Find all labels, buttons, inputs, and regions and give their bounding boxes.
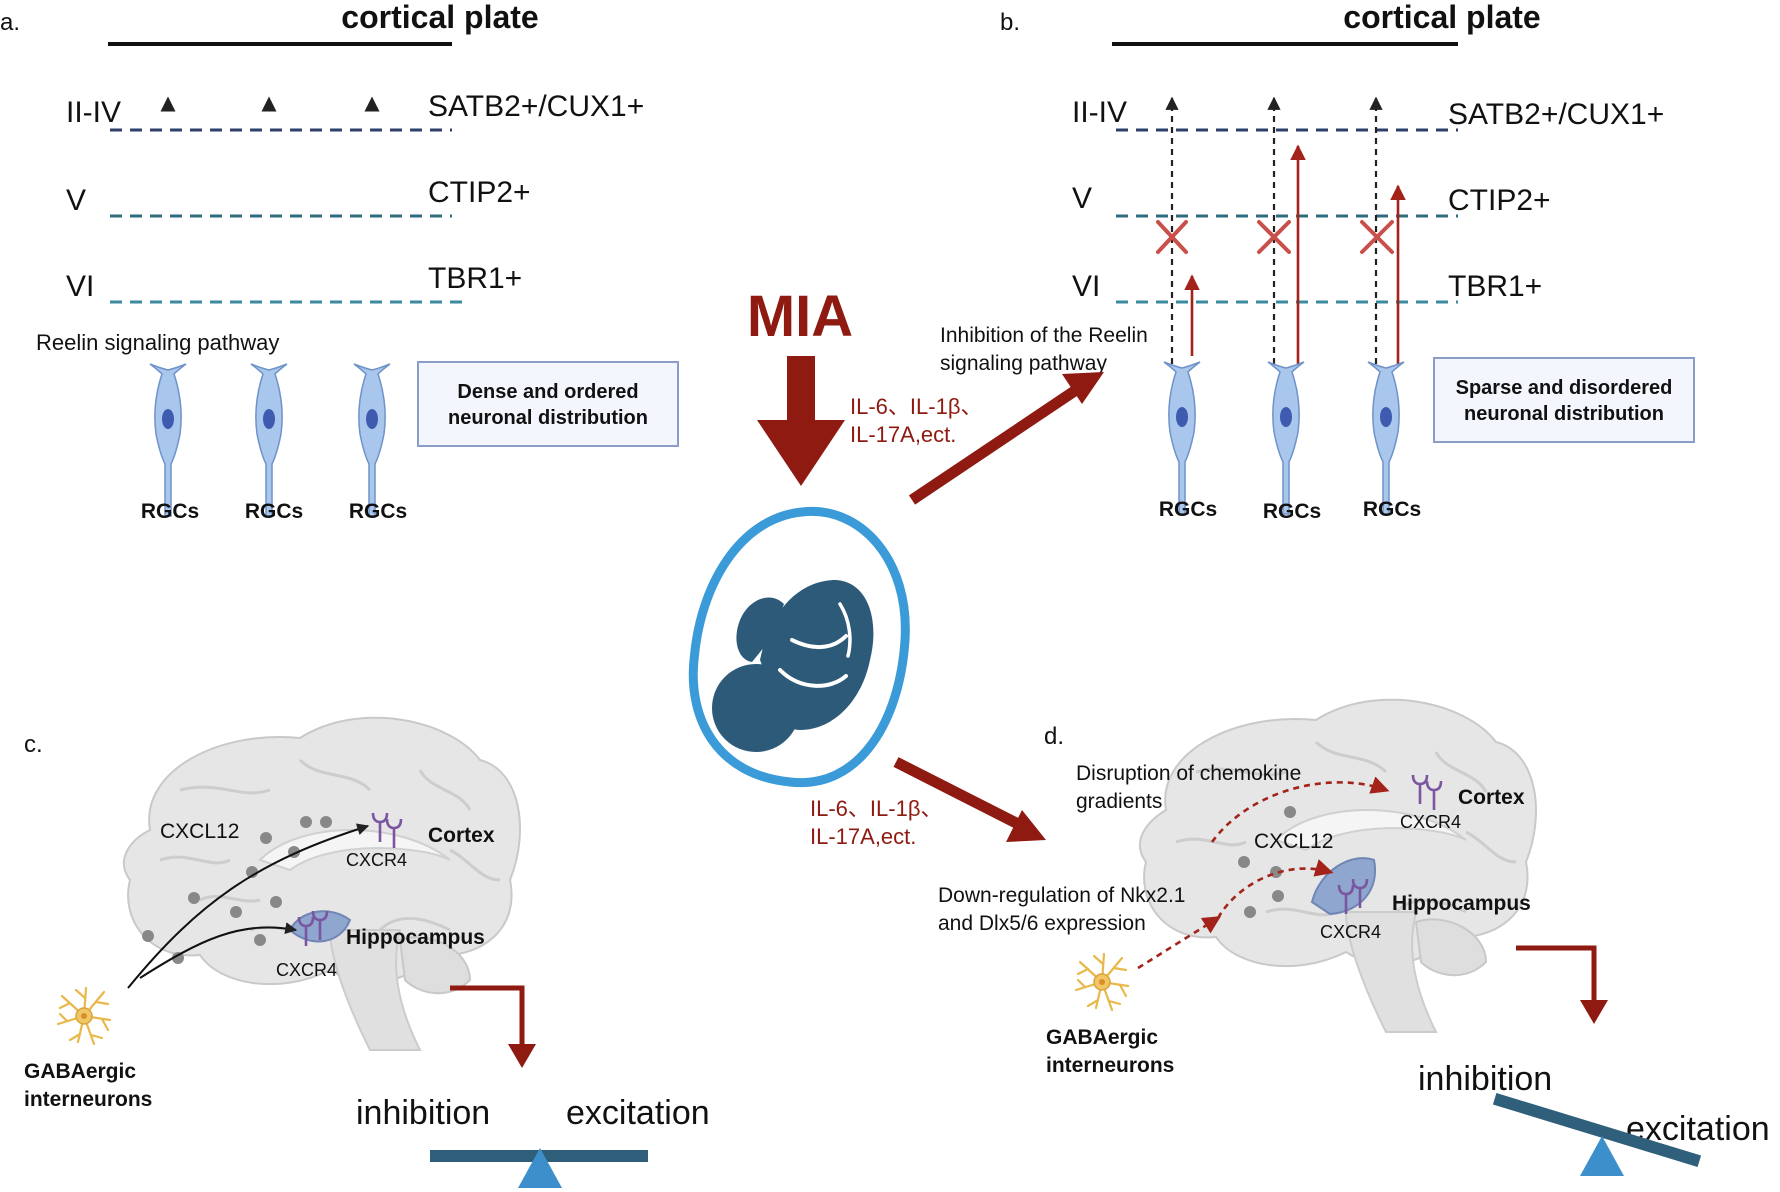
panel-d: d. Disruption of chemokine gradients CXC… xyxy=(938,698,1770,1176)
panel-a-layer-2-4: II-IV xyxy=(66,96,121,129)
panel-b: b. cortical plate II-IV V VI SATB2+/CUX1… xyxy=(940,0,1695,523)
panel-c-letter: c. xyxy=(24,731,43,758)
arrow-to-panel-d-head xyxy=(1006,810,1046,842)
panel-b-rgc-cell-1 xyxy=(1163,361,1201,515)
panel-d-cortex-label: Cortex xyxy=(1458,786,1525,809)
panel-b-rgc-cell-2 xyxy=(1267,361,1305,515)
panel-b-layer-5: V xyxy=(1072,182,1092,215)
panel-a-rgc-cell-3 xyxy=(353,363,391,517)
panel-a-summary-line-2: neuronal distribution xyxy=(448,407,648,429)
panel-c-inhibition-label: inhibition xyxy=(356,1094,490,1132)
panel-b-inhibition-line-2: signaling pathway xyxy=(940,352,1107,375)
panel-b-block-cross-3 xyxy=(1360,220,1394,254)
fetus-in-womb-icon xyxy=(688,506,910,788)
panel-b-layer-2-4: II-IV xyxy=(1072,96,1127,129)
panel-b-summary-line-2: neuronal distribution xyxy=(1464,403,1664,425)
panel-d-gaba-label-1: GABAergic xyxy=(1046,1026,1158,1049)
panel-a-rgc-label-3: RGCs xyxy=(349,500,407,523)
panel-d-outcome-arrow xyxy=(1516,945,1597,1006)
cytokines-top-line-1: IL-6、IL-1β、 xyxy=(850,394,982,419)
panel-c-cxcl12-label: CXCL12 xyxy=(160,820,239,843)
panel-c-outcome-arrow xyxy=(450,985,525,1050)
panel-c: c. CXCL12 CXCR4 Cortex Hippocampus CXCR4… xyxy=(24,716,710,1188)
arrow-to-panel-b xyxy=(908,381,1086,505)
panel-d-gaba-label-2: interneurons xyxy=(1046,1054,1174,1077)
panel-a-layer-5: V xyxy=(66,184,86,217)
cytokines-bottom-line-2: IL-17A,ect. xyxy=(810,824,916,849)
panel-b-rgc-label-3: RGCs xyxy=(1363,498,1421,521)
panel-b-summary-line-1: Sparse and disordered xyxy=(1456,377,1673,399)
cytokines-bottom-line-1: IL-6、IL-1β、 xyxy=(810,796,942,821)
panel-c-hippocampus-label: Hippocampus xyxy=(346,926,485,949)
arrow-to-panel-b-head xyxy=(1062,372,1104,404)
center-mia: MIA IL-6、IL-1β、 IL-17A,ect. IL-6、IL-1β、 … xyxy=(688,284,1104,849)
panel-d-letter: d. xyxy=(1044,723,1064,750)
panel-b-rgc-label-2: RGCs xyxy=(1263,500,1321,523)
panel-d-cxcl12-label: CXCL12 xyxy=(1254,830,1333,853)
panel-a-letter: a. xyxy=(0,9,20,36)
panel-a-marker-ctip2: CTIP2+ xyxy=(428,176,531,209)
panel-d-hippocampus-label: Hippocampus xyxy=(1392,892,1531,915)
panel-b-inhibition-line-1: Inhibition of the Reelin xyxy=(940,324,1148,347)
panel-a: a. cortical plate II-IV V VI SATB2+/CUX1… xyxy=(0,0,679,523)
panel-c-gaba-label-1: GABAergic xyxy=(24,1060,136,1083)
panel-b-summary-box xyxy=(1433,357,1695,443)
panel-b-marker-ctip2: CTIP2+ xyxy=(1448,184,1551,217)
panel-a-reelin-label: Reelin signaling pathway xyxy=(36,330,279,355)
panel-d-downreg-line-1: Down-regulation of Nkx2.1 xyxy=(938,884,1185,907)
panel-d-downreg-line-2: and Dlx5/6 expression xyxy=(938,912,1146,935)
panel-a-rgc-label-1: RGCs xyxy=(141,500,199,523)
panel-d-cxcl12-dots xyxy=(1238,806,1296,918)
panel-b-marker-satb2: SATB2+/CUX1+ xyxy=(1448,98,1664,131)
panel-c-brain-icon xyxy=(123,716,521,1051)
cytokines-top-line-2: IL-17A,ect. xyxy=(850,422,956,447)
panel-c-gaba-neuron-icon xyxy=(56,986,112,1046)
panel-c-migration-arrow-hippocampus xyxy=(139,922,298,979)
panel-c-cortex-label: Cortex xyxy=(428,824,495,847)
panel-a-marker-satb2: SATB2+/CUX1+ xyxy=(428,90,644,123)
panel-d-disruption-line-2: gradients xyxy=(1076,790,1162,813)
panel-d-cxcr4-top-label: CXCR4 xyxy=(1400,812,1461,832)
panel-a-header: cortical plate xyxy=(341,0,538,35)
panel-c-excitation-label: excitation xyxy=(566,1094,710,1132)
panel-c-balance-pivot xyxy=(518,1148,562,1188)
panel-a-summary-line-1: Dense and ordered xyxy=(457,381,638,403)
panel-d-outcome-arrow-head xyxy=(1580,1000,1608,1024)
panel-d-dashed-arrow-hippocampus xyxy=(1216,859,1334,919)
panel-c-cxcl12-dots xyxy=(142,816,332,964)
panel-d-balance-pivot xyxy=(1580,1136,1624,1176)
panel-c-cxcr4-top-label: CXCR4 xyxy=(346,850,407,870)
panel-d-brain-icon xyxy=(1139,698,1537,1033)
panel-d-dashed-arrow-gaba xyxy=(1137,916,1222,970)
panel-d-dashed-arrow-cortex xyxy=(1210,776,1390,843)
panel-a-rgc-label-2: RGCs xyxy=(245,500,303,523)
panel-b-block-cross-2 xyxy=(1257,220,1291,254)
panel-c-migration-arrow-cortex xyxy=(127,823,370,989)
panel-c-gaba-label-2: interneurons xyxy=(24,1088,152,1111)
panel-a-summary-box xyxy=(417,361,679,447)
mia-title: MIA xyxy=(747,284,853,349)
panel-c-outcome-arrow-head xyxy=(508,1044,536,1068)
panel-d-cxcr4-bottom-label: CXCR4 xyxy=(1320,922,1381,942)
panel-b-rgc-cell-3 xyxy=(1367,361,1405,515)
arrow-to-panel-d xyxy=(893,757,1025,831)
panel-a-rgc-cell-2 xyxy=(250,363,288,517)
panel-d-gaba-neuron-icon xyxy=(1074,952,1130,1012)
panel-d-inhibition-label: inhibition xyxy=(1418,1060,1552,1098)
panel-a-rgc-cell-1 xyxy=(149,363,187,517)
panel-b-rgc-label-1: RGCs xyxy=(1159,498,1217,521)
panel-b-header: cortical plate xyxy=(1343,0,1540,35)
panel-b-letter: b. xyxy=(1000,9,1020,36)
panel-d-disruption-line-1: Disruption of chemokine xyxy=(1076,762,1301,785)
panel-b-layer-6: VI xyxy=(1072,270,1100,303)
panel-a-marker-tbr1: TBR1+ xyxy=(428,262,522,295)
panel-c-cxcr4-bottom-label: CXCR4 xyxy=(276,960,337,980)
mia-down-arrow xyxy=(757,356,845,486)
panel-b-block-cross-1 xyxy=(1156,220,1188,254)
panel-a-layer-6: VI xyxy=(66,270,94,303)
panel-b-marker-tbr1: TBR1+ xyxy=(1448,270,1542,303)
panel-d-balance-bar xyxy=(1492,1092,1702,1168)
